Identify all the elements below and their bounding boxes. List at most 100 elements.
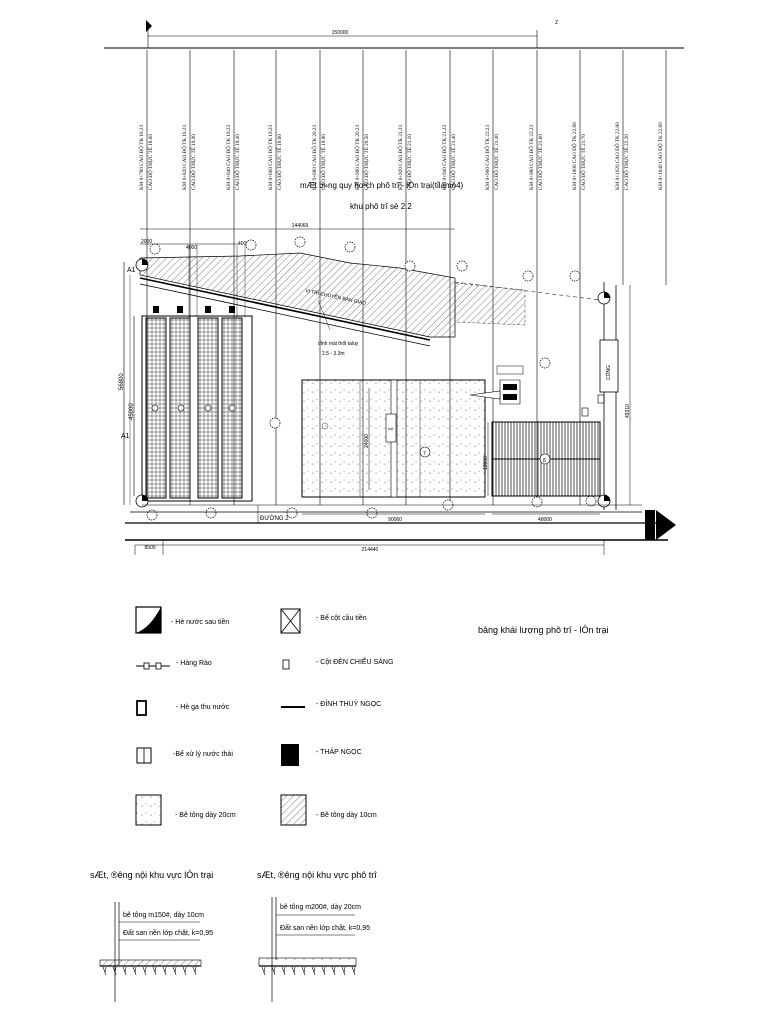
station-actual-label: CAO ĐỘ THỰC TẾ 22.20 <box>622 134 630 190</box>
legend-label-drain-box: - Hè ga thu nước <box>176 704 230 711</box>
svg-text:4000: 4000 <box>186 245 197 251</box>
svg-text:CỔNG: CỔNG <box>605 365 612 380</box>
tree-icon <box>286 507 298 519</box>
left-dimension: 56800 45000 A1 A1 <box>119 262 136 505</box>
tree-icon <box>456 260 468 272</box>
svg-text:48000: 48000 <box>538 517 552 523</box>
ground-hatch <box>321 966 326 976</box>
station-actual-label: CAO ĐỘ THỰC TẾ 19.00 <box>189 134 197 190</box>
ground-hatch <box>291 966 296 976</box>
legend-label-treatment-tank: -Bể xử lý nước thải <box>173 751 233 758</box>
station-actual-label: CAO ĐỘ THỰC TẾ 21.40 <box>492 134 500 190</box>
ground-hatch <box>192 966 197 976</box>
svg-text:214440: 214440 <box>362 547 379 553</box>
tree-icon <box>569 270 581 282</box>
concrete-10cm-icon <box>280 794 307 826</box>
tree-icon <box>585 495 597 507</box>
svg-text:45000: 45000 <box>129 403 135 420</box>
svg-text:8: 8 <box>543 458 546 464</box>
quantity-table-title: bảng khái lượng phô trî - lÓn trại <box>478 625 609 635</box>
ground-hatch <box>301 966 306 976</box>
svg-text:8500: 8500 <box>144 545 155 551</box>
station-actual-label: CAO ĐỘ THỰC TẾ 19.60 <box>275 134 283 190</box>
ground-hatch <box>271 966 276 976</box>
legend-label-pond: - Hè nước sau tiền <box>171 619 230 626</box>
svg-text:144069: 144069 <box>292 223 309 229</box>
ground-hatch <box>261 966 266 976</box>
svg-text:Z: Z <box>555 20 558 26</box>
station-km-label: KM 0+860 CAO ĐỘ TK 19.23 <box>266 125 274 190</box>
section-layer2-camp: Đất san nền lớp chặt, k=0,95 <box>123 930 214 937</box>
tree-icon <box>344 241 356 253</box>
tree-icon <box>146 509 158 521</box>
road-label: ĐƯỜNG 2 <box>260 515 289 522</box>
legend-label-tower: - THÁP NGỌC <box>316 749 362 756</box>
station-km-label: KM 0+820 CAO ĐỘ TK 18.23 <box>180 125 188 190</box>
road-section-1 <box>99 902 202 1002</box>
svg-text:56800: 56800 <box>119 373 125 390</box>
station-actual-label: CAO ĐỘ THỰC TẾ 18.60 <box>146 134 154 190</box>
tree-icon <box>404 260 416 272</box>
ground-hatch <box>182 966 187 976</box>
tree-icon <box>245 239 257 251</box>
plan-title: mÆt b»ng quy ho¹ch phô trî - lÓn trại(tỉ… <box>300 181 464 190</box>
station-km-label: KM 0+1000 CAO ĐỘ TK 22.80 <box>570 122 578 190</box>
plan-subtitle: khu phô trî sè 2.2 <box>350 202 412 211</box>
ground-hatch <box>311 966 316 976</box>
right-building: 8 18000 <box>469 365 605 497</box>
svg-text:A1: A1 <box>127 267 136 274</box>
tree-icon <box>269 417 281 429</box>
section-layer1-auxiliary: bê tông m200#, dày 20cm <box>280 904 361 911</box>
inner-top-dimension: 144069 2000 4000 4000 <box>140 223 455 251</box>
bottom-road: ĐƯỜNG 2 90060 48000 8500 214440 <box>125 504 676 555</box>
north-marker-icon <box>146 20 152 32</box>
legend-label-crane-pillar: - Bể cột cầu tiền <box>316 615 367 622</box>
lamp-post-icon <box>282 659 290 670</box>
road-section-2 <box>258 897 357 1002</box>
drain-box-icon <box>136 700 147 716</box>
slope-label: đỉnh mái thổi taluy <box>318 340 359 347</box>
ground-hatch <box>122 966 127 976</box>
legend-symbols <box>135 606 307 826</box>
station-actual-label: CAO ĐỘ THỰC TẾ 20.50 <box>362 134 370 190</box>
ground-hatch <box>331 966 336 976</box>
svg-text:cột: cột <box>388 426 394 431</box>
tree-icon <box>522 270 534 282</box>
svg-text:7: 7 <box>423 451 426 457</box>
station-km-label: KM 0+920 CAO ĐỘ TK 21.23 <box>396 125 404 190</box>
svg-text:49310: 49310 <box>625 404 631 418</box>
ground-hatch <box>172 966 177 976</box>
legend-label-concrete-10: - Bê tông dày 10cm <box>316 812 377 819</box>
fence-icon <box>136 662 170 670</box>
ground-hatch <box>162 966 167 976</box>
tree-icon <box>205 507 217 519</box>
station-km-label: KM 0+940 CAO ĐỘ TK 21.23 <box>440 125 448 190</box>
tree-icon <box>366 507 378 519</box>
legend-label-concrete-20: - Bê tông dày 20cm <box>175 812 236 819</box>
direction-arrow-icon <box>656 510 676 540</box>
tree-icon <box>531 496 543 508</box>
ground-hatch <box>102 966 107 976</box>
ground-hatch <box>142 966 147 976</box>
ground-hatch <box>152 966 157 976</box>
station-km-label: KM 0+980 CAO ĐỘ TK 22.23 <box>527 125 535 190</box>
legend-label-lamp-post: - Cột ĐÈN CHIẾU SÁNG <box>316 659 394 666</box>
svg-text:4000: 4000 <box>238 241 249 247</box>
right-gate: CỔNG 49310 <box>135 258 631 510</box>
section-title-camp: sÆt, ®­êng nội khu vực lÓn trại <box>90 870 214 880</box>
station-km-label: KM 0+960 CAO ĐỘ TK 22.23 <box>483 125 491 190</box>
svg-text:24000: 24000 <box>364 434 370 448</box>
ground-hatch <box>132 966 137 976</box>
station-actual-label: CAO ĐỘ THỰC TẾ 19.40 <box>233 134 241 190</box>
section-layer2-auxiliary: Đất san nền lớp chặt, k=0,95 <box>280 925 371 932</box>
station-km-label: KM 0+1020 CAO ĐỘ TK 22.80 <box>613 122 621 190</box>
top-dimension: 150000 Z <box>104 20 684 49</box>
station-km-label: KM 0+880 CAO ĐỘ TK 20.23 <box>310 125 318 190</box>
central-yard: cột 24000 7 <box>301 379 486 498</box>
svg-text:90060: 90060 <box>388 517 402 523</box>
legend-label-water-ridge: - ĐỈNH THUỶ NGỌC <box>316 701 382 708</box>
station-actual-label: CAO ĐỘ THỰC TẾ 21.60 <box>536 134 544 190</box>
tree-icon <box>149 243 161 255</box>
station-actual-label: CAO ĐỘ THỰC TẾ 21.70 <box>579 134 587 190</box>
